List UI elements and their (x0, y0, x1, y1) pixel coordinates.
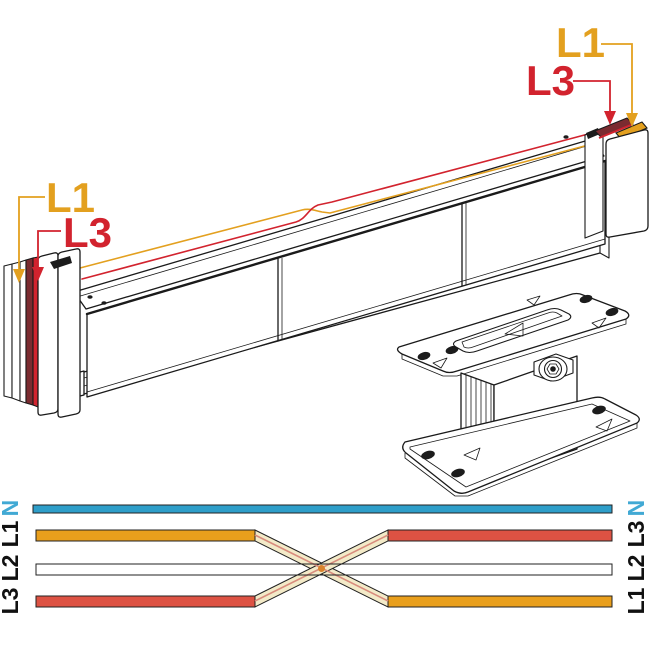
label-l2-right: L2 (623, 555, 649, 582)
label-l3-right: L3 (623, 521, 649, 548)
base-hole (451, 468, 465, 478)
arrow-down-icon (13, 269, 25, 283)
l1-plate (11, 261, 21, 402)
schematic-left-labels: N L1 L2 L3 (0, 500, 23, 615)
plate-hole (445, 345, 459, 355)
base-gusset (595, 418, 613, 432)
upper-bolt (533, 353, 574, 382)
l1-bar-left (35, 529, 256, 542)
l1-bar-right (387, 595, 613, 608)
label-l1-right: L1 (623, 587, 649, 614)
cap-bolt (58, 258, 66, 266)
bolt-center (550, 366, 556, 372)
plate-hole (579, 294, 593, 304)
bracket-center-pad (452, 307, 572, 354)
conductor-lines (79, 132, 597, 280)
l3-dark-plate (25, 257, 34, 406)
duct-top-inner-line (76, 144, 591, 298)
callout-right-l1: L1 (556, 19, 638, 127)
duct-body (73, 135, 607, 398)
pad-triangle-mark (504, 322, 524, 337)
base-gusset (463, 447, 481, 461)
duct-front-bottom-inner-line (86, 238, 606, 393)
leader-line (18, 196, 45, 269)
label-n-left: N (0, 500, 23, 517)
bracket-center-pad-inner (461, 311, 563, 349)
callout-label: L3 (526, 57, 575, 104)
plate-hole (605, 307, 619, 317)
arrow-down-icon (626, 113, 638, 127)
l3-strip-red-edge (598, 124, 632, 139)
insulator-block (605, 129, 649, 238)
label-l2-left: L2 (0, 555, 23, 582)
arrow-down-icon (32, 267, 44, 281)
leader-line (573, 80, 611, 111)
bolt-hex-nut (546, 363, 560, 375)
crossover-knot (318, 565, 325, 572)
leader-line (37, 230, 61, 267)
l3-plate (32, 256, 39, 408)
phase-callouts: L1 L3 L1 L3 (13, 19, 638, 283)
joint-bracket (396, 292, 640, 497)
callout-label: L1 (556, 19, 605, 66)
l3-bar-left (35, 595, 256, 608)
end-plate (584, 127, 604, 239)
base-inner-rim (409, 403, 631, 488)
plate-triangle-cutout (526, 295, 541, 306)
label-n-right: N (623, 500, 649, 517)
base-thickness (404, 423, 638, 497)
arrow-down-icon (604, 111, 616, 125)
insulator-block (57, 248, 81, 418)
label-l3-left: L3 (0, 588, 23, 615)
plate-hole (417, 351, 431, 361)
bolt-hole (563, 135, 569, 139)
end-plate (19, 259, 27, 404)
schematic-right-labels: N L3 L2 L1 (623, 500, 649, 615)
callout-label: L3 (63, 209, 112, 256)
callout-left-l3: L3 (32, 209, 112, 281)
base-hole (421, 450, 435, 460)
bolt-hole (101, 301, 107, 305)
end-plate (3, 263, 13, 399)
label-l1-left: L1 (0, 520, 23, 547)
phase-schematic: N L1 L2 L3 N L3 L2 L1 (0, 500, 649, 615)
right-end-cap (584, 117, 649, 239)
plate-triangle-cutout (591, 317, 607, 329)
insulator-block (37, 252, 59, 416)
callout-right-l3: L3 (526, 57, 616, 125)
callout-label: L1 (46, 174, 95, 221)
conductor-l3 (81, 132, 593, 280)
left-end-cap (3, 248, 81, 418)
conductor-l1 (79, 142, 597, 269)
plate-triangle-cutout (432, 357, 448, 369)
duct-fold-edge (85, 159, 607, 316)
busbar-run (3, 117, 649, 418)
bolt-hole (87, 295, 93, 299)
bracket-top-plate-thickness (401, 319, 627, 377)
leader-line (601, 43, 633, 113)
base-hole (592, 405, 606, 415)
callout-left-l1: L1 (13, 174, 95, 283)
neutral-bar (32, 504, 613, 514)
l3-bar-right (387, 529, 613, 542)
